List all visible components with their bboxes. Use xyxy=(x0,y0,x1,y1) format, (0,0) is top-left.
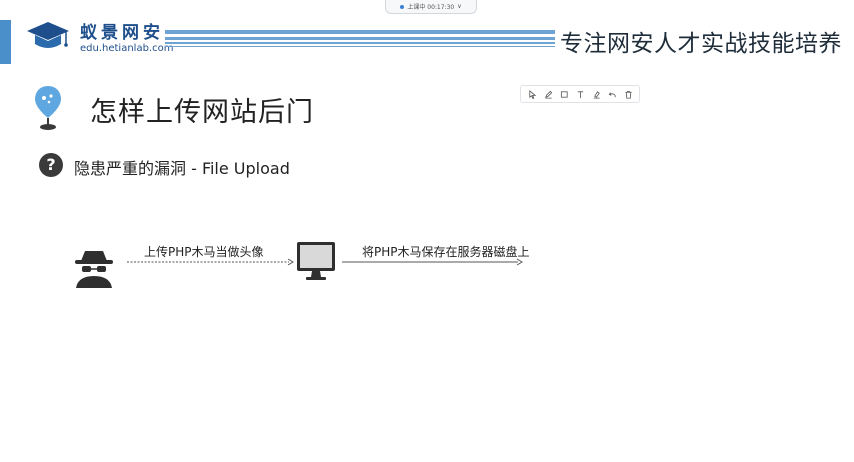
step1-arrow xyxy=(127,258,294,266)
step1-label: 上传PHP木马当做头像 xyxy=(144,245,264,259)
question-icon: ? xyxy=(39,153,63,177)
graduation-cap-icon xyxy=(27,22,69,48)
header-slogan: 专注网安人才实战技能培养 xyxy=(560,31,842,57)
rectangle-tool-icon[interactable] xyxy=(559,89,569,99)
slide-title: 怎样上传网站后门 xyxy=(90,97,314,128)
text-tool-icon[interactable] xyxy=(575,89,585,99)
left-accent-bar xyxy=(0,20,11,64)
logo-url: edu.hetianlab.com xyxy=(80,43,174,54)
undo-tool-icon[interactable] xyxy=(607,89,617,99)
recording-status-text: 上课中 00:17:30 xyxy=(407,4,455,11)
recording-status-pill[interactable]: 上课中 00:17:30 ∨ xyxy=(385,0,477,14)
hacker-icon xyxy=(75,251,113,288)
step2-arrow xyxy=(342,258,523,266)
annotation-toolbar xyxy=(520,85,640,103)
select-tool-icon[interactable] xyxy=(527,89,537,99)
delete-tool-icon[interactable] xyxy=(623,89,633,99)
location-pin-icon xyxy=(35,86,61,130)
recording-dot-icon xyxy=(400,4,405,9)
step2-label: 将PHP木马保存在服务器磁盘上 xyxy=(362,245,530,259)
pen-tool-icon[interactable] xyxy=(543,89,553,99)
slide-subtitle: 隐患严重的漏洞 - File Upload xyxy=(74,159,290,178)
server-monitor-icon xyxy=(297,242,335,280)
header-stripes xyxy=(165,30,555,54)
logo-name: 蚁景网安 xyxy=(80,23,164,43)
brand-logo: 蚁景网安 edu.hetianlab.com xyxy=(26,14,186,62)
chevron-down-icon[interactable]: ∨ xyxy=(457,3,462,10)
highlighter-tool-icon[interactable] xyxy=(591,89,601,99)
